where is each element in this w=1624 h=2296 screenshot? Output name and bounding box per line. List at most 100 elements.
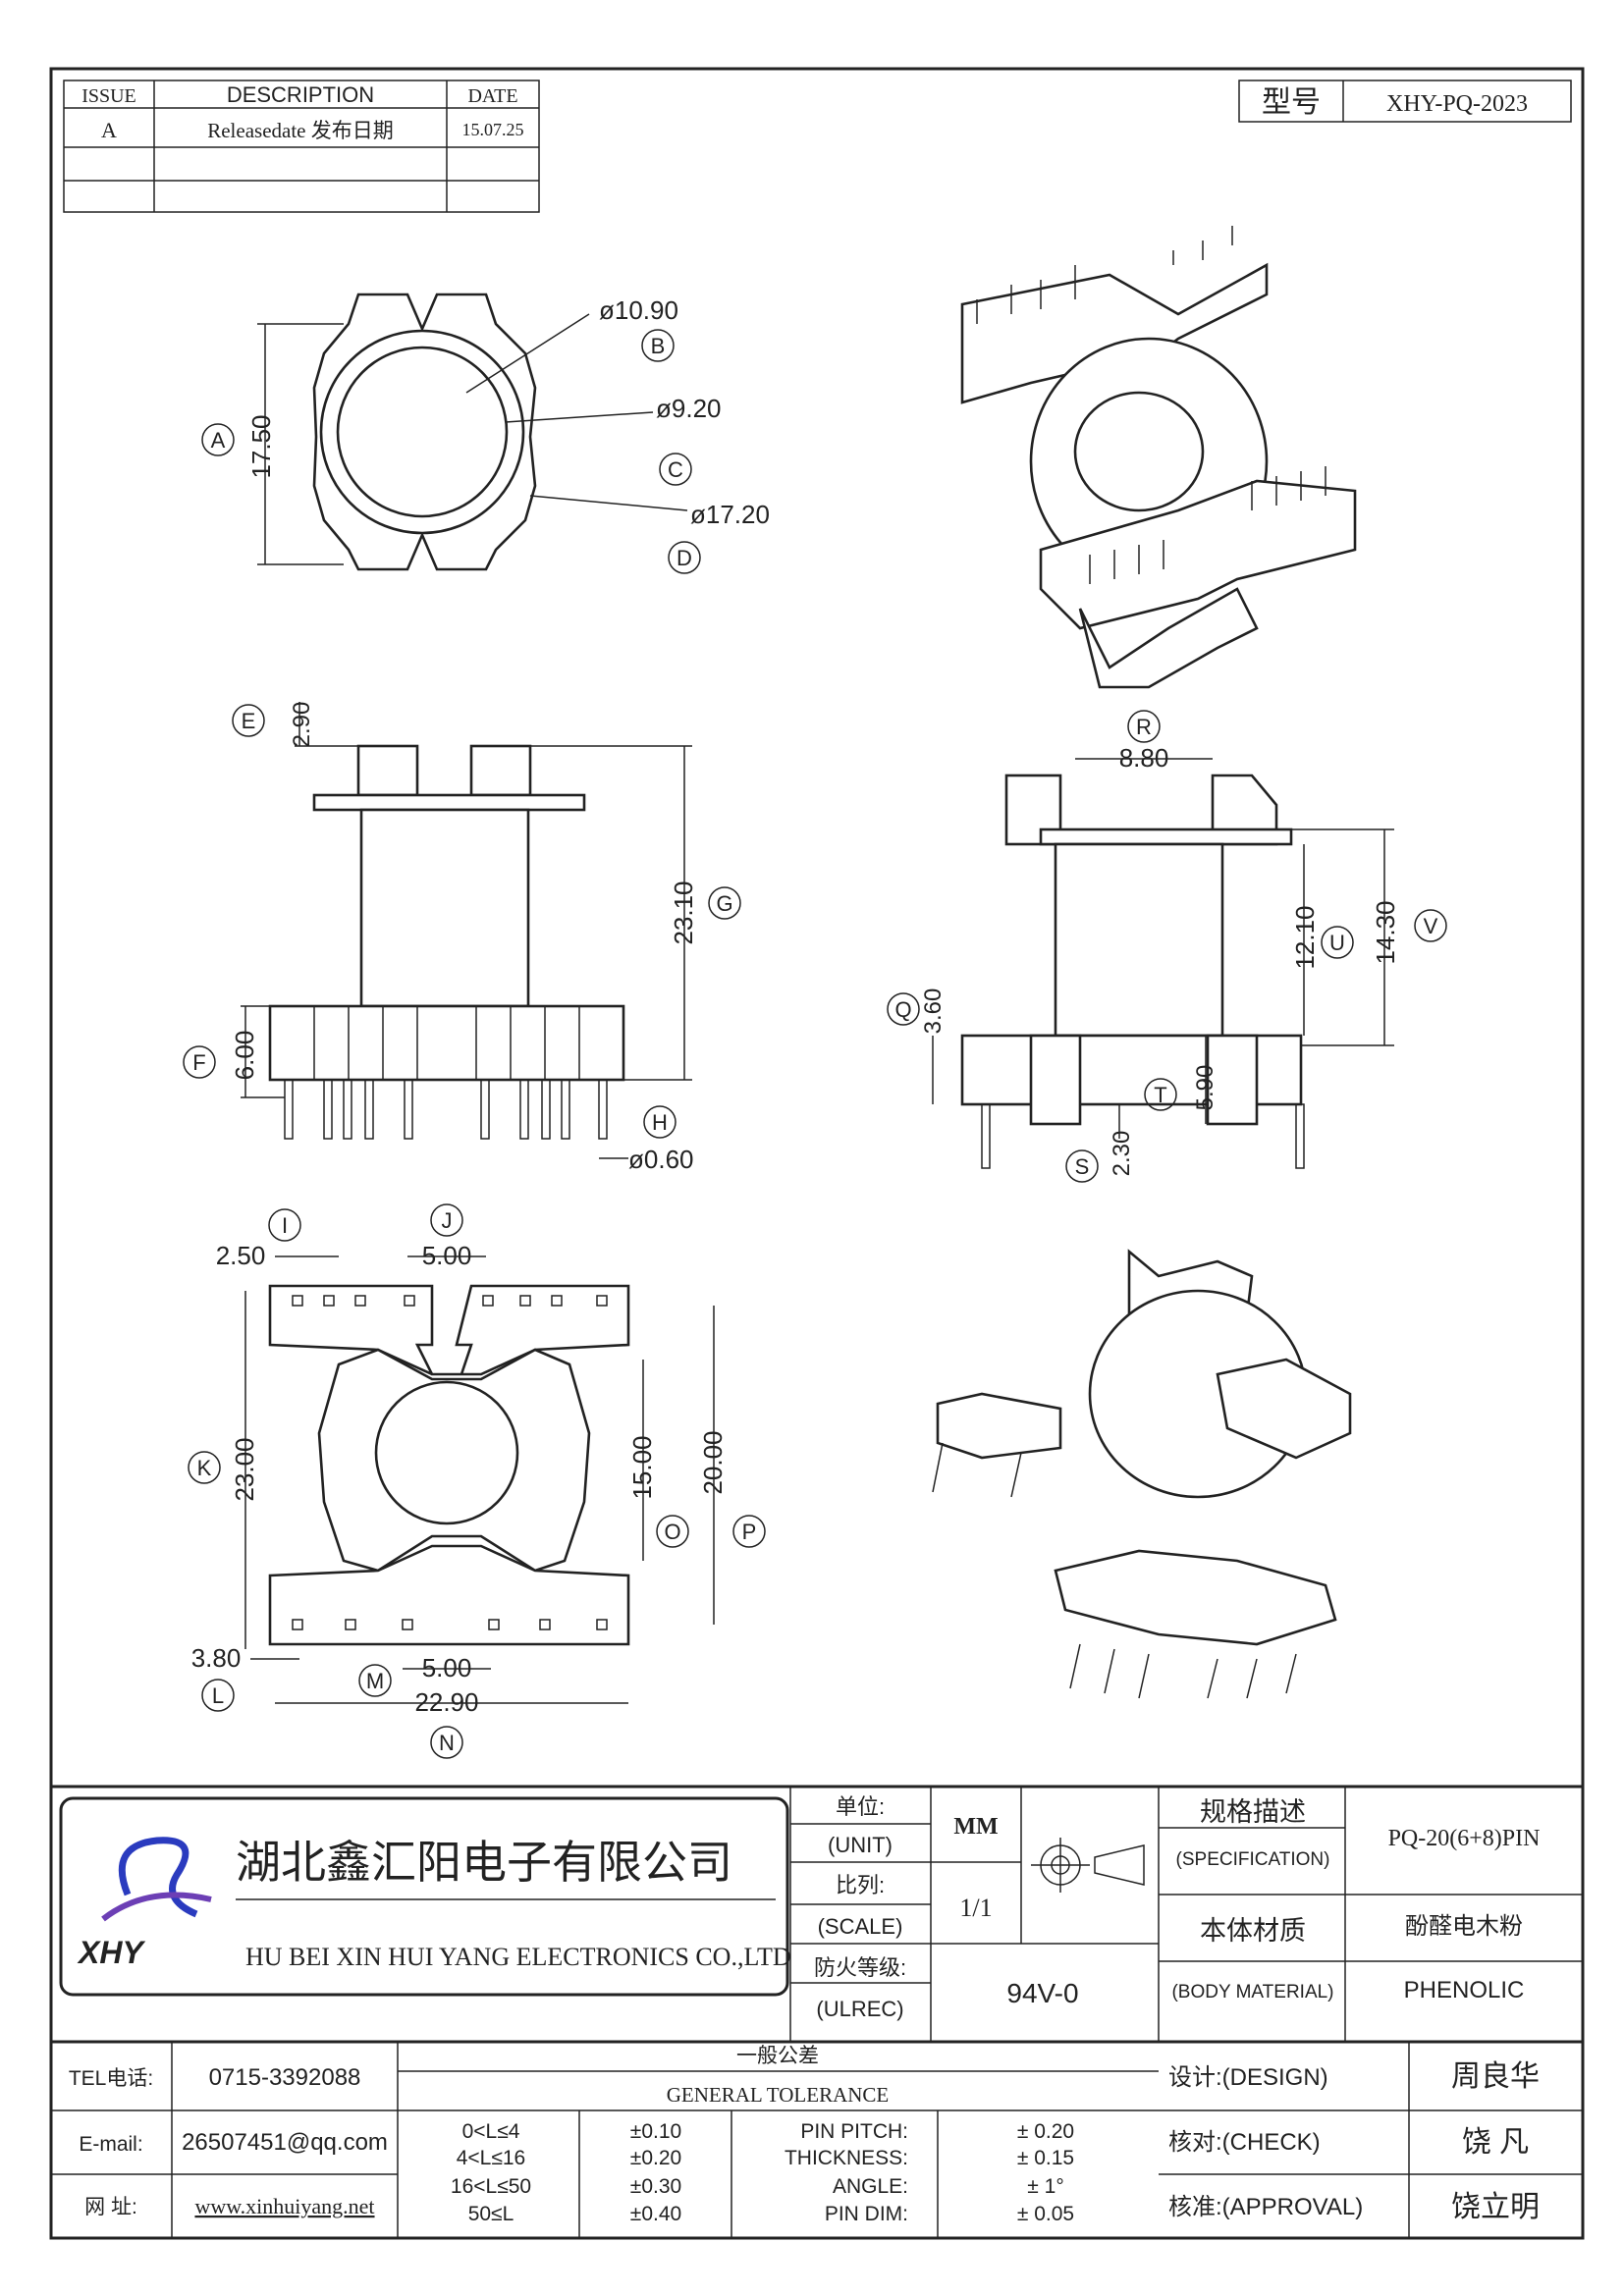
- material-value-en: PHENOLIC: [1404, 1977, 1525, 2003]
- dim-front-g: 23.10: [669, 881, 698, 944]
- unit-label-cn: 单位:: [836, 1794, 885, 1819]
- tol-range-4: 50≤L: [468, 2203, 514, 2225]
- tol-thickness-label: THICKNESS:: [785, 2147, 908, 2169]
- ul-value: 94V-0: [1006, 1978, 1078, 2008]
- dim-front-pin: ø0.60: [628, 1145, 694, 1174]
- dim-bottom-j: 5.00: [422, 1241, 472, 1270]
- email-label: E-mail:: [79, 2133, 142, 2156]
- dim-bottom-n: 22.90: [414, 1687, 478, 1717]
- tol-range-3: 16<L≤50: [451, 2175, 531, 2198]
- rev-row-description: Releasedate 发布日期: [207, 119, 394, 142]
- label-G: G: [716, 891, 732, 916]
- model-value: XHY-PQ-2023: [1386, 91, 1528, 117]
- dim-front-e: 2.90: [289, 702, 315, 748]
- dim-side-q: 3.60: [920, 988, 947, 1035]
- material-label-cn: 本体材质: [1200, 1916, 1306, 1946]
- label-V: V: [1424, 914, 1438, 938]
- scale-value: 1/1: [959, 1894, 992, 1922]
- label-L: L: [212, 1683, 224, 1708]
- web-link[interactable]: www.xinhuiyang.net: [194, 2194, 374, 2218]
- logo-text: XHY: [77, 1935, 145, 1970]
- dim-side-t: 5.90: [1192, 1065, 1218, 1111]
- label-H: H: [652, 1110, 668, 1135]
- label-I: I: [282, 1213, 288, 1238]
- tol-range-1: 0<L≤4: [462, 2120, 520, 2143]
- ul-label-cn: 防火等级:: [814, 1955, 906, 1980]
- bottom-view: 2.50 I 5.00 J 23.00 K 15.00 O 20.00 P 3.…: [188, 1203, 766, 1759]
- label-O: O: [664, 1520, 680, 1544]
- tol-value-4: ±0.40: [630, 2203, 681, 2225]
- ul-label-en: (ULREC): [816, 1997, 903, 2021]
- front-view: 2.90 E 23.10 G 6.00 F ø0.60 H: [183, 702, 741, 1174]
- tol-angle-label: ANGLE:: [833, 2175, 908, 2198]
- approval-label: 核准:(APPROVAL): [1168, 2194, 1363, 2220]
- label-S: S: [1075, 1154, 1090, 1179]
- unit-label-en: (UNIT): [828, 1833, 893, 1857]
- rev-row-issue: A: [101, 118, 117, 142]
- label-U: U: [1329, 931, 1345, 955]
- dim-bottom-i: 2.50: [216, 1241, 266, 1270]
- label-R: R: [1136, 715, 1152, 739]
- tol-value-3: ±0.30: [630, 2175, 681, 2198]
- check-label: 核对:(CHECK): [1168, 2129, 1321, 2156]
- label-P: P: [742, 1520, 757, 1544]
- spec-label-en: (SPECIFICATION): [1176, 1849, 1330, 1870]
- company-logo: XHY: [77, 1837, 212, 1970]
- company-name-cn: 湖北鑫汇阳电子有限公司: [236, 1837, 732, 1888]
- design-name: 周良华: [1451, 2060, 1540, 2093]
- dim-bottom-l: 3.80: [191, 1643, 242, 1673]
- web-label: 网 址:: [84, 2196, 137, 2218]
- dim-side-u: 12.10: [1290, 905, 1320, 969]
- label-J: J: [442, 1208, 453, 1233]
- label-F: F: [192, 1050, 205, 1075]
- dim-side-s: 2.30: [1109, 1131, 1135, 1177]
- sheet-border: [49, 67, 1585, 2240]
- material-value-cn: 酚醛电木粉: [1405, 1913, 1523, 1940]
- dim-front-f: 6.00: [230, 1031, 259, 1081]
- dim-bottom-p: 20.00: [698, 1430, 728, 1494]
- check-name: 饶 凡: [1462, 2126, 1529, 2159]
- side-view: 8.80 R 12.10 U 14.30 V 3.60 Q 5.90 T 2.3…: [887, 710, 1447, 1183]
- projection-symbol: [1031, 1838, 1145, 1893]
- rev-header-issue: ISSUE: [81, 85, 136, 107]
- spec-value: PQ-20(6+8)PIN: [1388, 1826, 1541, 1851]
- label-A: A: [211, 428, 226, 453]
- label-C: C: [668, 457, 683, 482]
- revision-table: ISSUE DESCRIPTION DATE A Releasedate 发布日…: [63, 80, 540, 213]
- label-N: N: [439, 1731, 455, 1755]
- scale-label-en: (SCALE): [818, 1914, 903, 1939]
- tol-value-2: ±0.20: [630, 2147, 681, 2169]
- tol-pin-pitch-label: PIN PITCH:: [800, 2120, 908, 2143]
- label-T: T: [1154, 1083, 1166, 1107]
- title-block: XHY 湖北鑫汇阳电子有限公司 HU BEI XIN HUI YANG ELEC…: [51, 1785, 1583, 2238]
- company-name-en: HU BEI XIN HUI YANG ELECTRONICS CO.,LTD: [245, 1943, 791, 1971]
- label-E: E: [242, 709, 256, 733]
- design-label: 设计:(DESIGN): [1168, 2064, 1328, 2091]
- tel-label: TEL电话:: [69, 2067, 153, 2090]
- dim-side-r: 8.80: [1119, 743, 1169, 773]
- rev-row-date: 15.07.25: [462, 120, 524, 139]
- label-B: B: [651, 334, 666, 358]
- spec-label-cn: 规格描述: [1200, 1797, 1306, 1827]
- dim-top-d1: ø10.90: [599, 295, 678, 325]
- tolerance-title-cn: 一般公差: [736, 2045, 819, 2067]
- dim-bottom-k: 23.00: [230, 1437, 259, 1501]
- tol-pin-dim-value: ± 0.05: [1017, 2203, 1074, 2225]
- label-M: M: [366, 1669, 384, 1693]
- dim-top-d2: ø9.20: [656, 394, 722, 423]
- label-K: K: [197, 1456, 212, 1480]
- scale-label-cn: 比列:: [836, 1873, 885, 1897]
- unit-value: MM: [953, 1814, 998, 1840]
- rev-header-description: DESCRIPTION: [227, 82, 374, 107]
- label-D: D: [677, 546, 692, 570]
- label-Q: Q: [894, 997, 911, 1022]
- material-label-en: (BODY MATERIAL): [1171, 1982, 1333, 2002]
- dim-top-h: 17.50: [246, 414, 276, 478]
- approval-name: 饶立明: [1451, 2191, 1540, 2223]
- dim-side-v: 14.30: [1371, 900, 1400, 964]
- email-value: 26507451@qq.com: [182, 2129, 388, 2156]
- tol-thickness-value: ± 0.15: [1017, 2147, 1074, 2169]
- dim-bottom-o: 15.00: [627, 1435, 657, 1499]
- iso-view-top: [960, 226, 1357, 689]
